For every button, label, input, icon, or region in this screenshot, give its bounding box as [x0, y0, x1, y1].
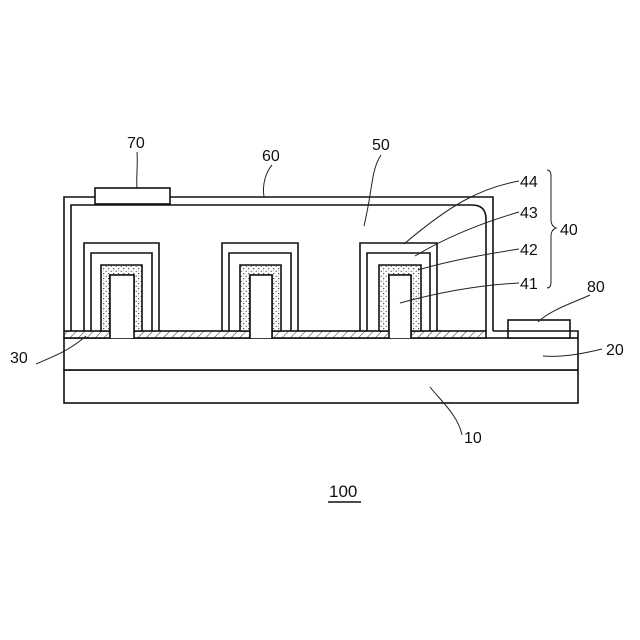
- label-42: 42: [520, 242, 538, 259]
- pillar-41: [389, 275, 411, 338]
- pillar-stack-3: [360, 243, 437, 338]
- label-70: 70: [127, 135, 145, 152]
- pad-70: [95, 188, 170, 204]
- leader-60: [263, 165, 272, 197]
- label-44: 44: [520, 174, 538, 191]
- pillar-stack-1: [84, 243, 159, 338]
- label-80: 80: [587, 279, 605, 296]
- brace-40: [547, 170, 556, 288]
- pillar-41: [250, 275, 272, 338]
- label-50: 50: [372, 137, 390, 154]
- leader-80: [538, 295, 590, 322]
- leader-42: [418, 249, 519, 270]
- figure-number: 100: [329, 482, 357, 501]
- layer-20: [64, 338, 578, 370]
- label-20: 20: [606, 342, 624, 359]
- pad-80: [508, 320, 570, 338]
- leader-43: [415, 212, 519, 256]
- label-41: 41: [520, 276, 538, 293]
- pillar-41: [110, 275, 134, 338]
- leader-70: [137, 152, 138, 189]
- label-40: 40: [560, 222, 578, 239]
- substrate-10: [64, 370, 578, 403]
- label-60: 60: [262, 148, 280, 165]
- label-30: 30: [10, 350, 28, 367]
- leader-44: [404, 181, 519, 244]
- label-43: 43: [520, 205, 538, 222]
- leader-50: [364, 155, 381, 226]
- pillar-stack-2: [222, 243, 298, 338]
- label-10: 10: [464, 430, 482, 447]
